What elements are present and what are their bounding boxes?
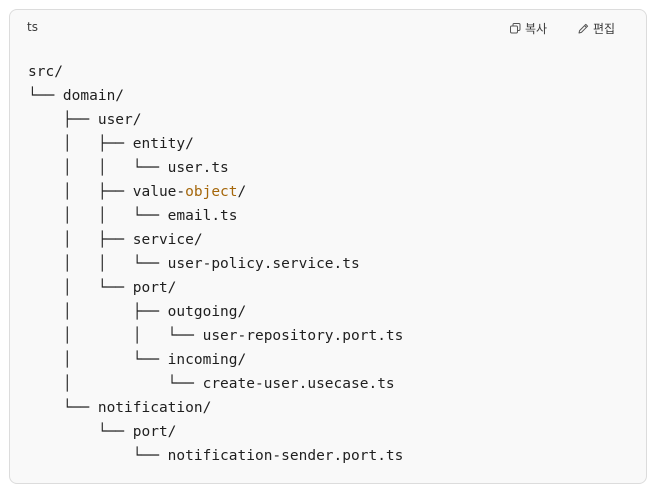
directory-tree-code: src/└── domain/ ├── user/ │ ├── entity/ … (28, 60, 403, 468)
code-line: └── domain/ (28, 88, 125, 104)
code-line: src/ (28, 64, 63, 80)
edit-button[interactable]: 편집 (578, 18, 615, 38)
code-line: │ │ └── user-policy.service.ts (28, 256, 360, 272)
code-line: │ │ └── email.ts (28, 208, 238, 224)
code-line: │ │ └── user.ts (28, 160, 229, 176)
pencil-icon (578, 23, 589, 34)
code-line: │ ├── entity/ (28, 136, 194, 152)
code-line: └── notification/ (28, 400, 212, 416)
code-line: │ ├── value-object/ (28, 184, 247, 200)
code-line: │ └── incoming/ (28, 352, 247, 368)
code-line: ├── user/ (28, 112, 142, 128)
code-line: │ ├── service/ (28, 232, 203, 248)
code-line: └── port/ (28, 424, 177, 440)
highlighted-keyword: object (185, 184, 238, 200)
code-block: ts 복사 편집 src/ └── domain/ ├── user/ │ ├──… (9, 9, 647, 484)
code-line: │ └── port/ (28, 280, 177, 296)
copy-icon (510, 22, 521, 34)
code-line: │ ├── outgoing/ (28, 304, 247, 320)
language-label: ts (27, 20, 38, 34)
copy-button[interactable]: 복사 (510, 18, 547, 38)
code-line: └── notification-sender.port.ts (28, 448, 404, 464)
code-line: │ │ └── user-repository.port.ts (28, 328, 404, 344)
code-line: │ └── create-user.usecase.ts (28, 376, 395, 392)
edit-button-label: 편집 (593, 21, 616, 36)
copy-button-label: 복사 (525, 21, 548, 36)
code-block-header: ts 복사 편집 (10, 10, 646, 46)
